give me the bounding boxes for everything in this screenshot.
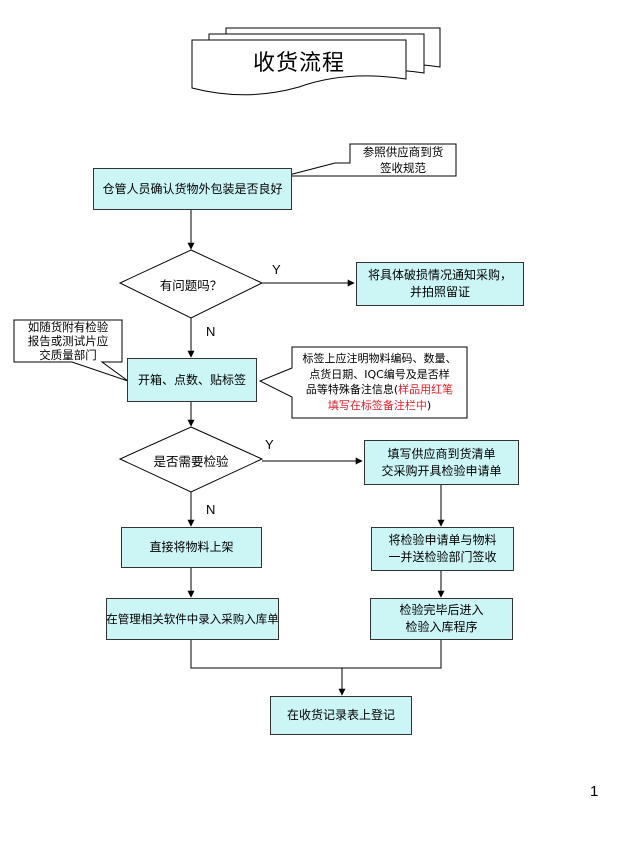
- no-label-1: N: [206, 324, 216, 339]
- inspect-done-box: 检验完毕后进入 检验入库程序: [370, 598, 513, 640]
- fill-list-box: 填写供应商到货清单 交采购开具检验申请单: [364, 440, 519, 485]
- label-line4-red: 填写在标签备注栏中: [327, 398, 427, 412]
- inspect-done-line2: 检验入库程序: [405, 620, 478, 634]
- report-note: 如随货附有检验 报告或测试片应 交质量部门: [14, 320, 122, 362]
- check-package-box: 仓管人员确认货物外包装是否良好: [93, 168, 292, 210]
- yes-label-1: Y: [272, 262, 281, 277]
- shelve-box: 直接将物料上架: [121, 527, 262, 568]
- label-line1: 标签上应注明物料编码、数量、: [302, 352, 457, 365]
- send-inspect-line2: 一并送检验部门签收: [388, 550, 497, 564]
- notify-purchase-line2: 并拍照留证: [409, 285, 470, 299]
- record-box: 在收货记录表上登记: [270, 696, 412, 735]
- inspect-done-line1: 检验完毕后进入: [399, 603, 484, 617]
- report-line3: 交质量部门: [39, 348, 97, 362]
- title-document-stack: [191, 27, 441, 96]
- notify-purchase-box: 将具体破损情况通知采购， 并拍照留证: [356, 262, 524, 306]
- unpack-text: 开箱、点数、贴标签: [137, 372, 246, 387]
- unpack-box: 开箱、点数、贴标签: [127, 358, 257, 402]
- connectors: [187, 210, 445, 696]
- label-note: 标签上应注明物料编码、数量、 点货日期、IQC编号及是否样 品等特殊备注信息(样…: [292, 351, 467, 413]
- report-line1: 如随货附有检验: [27, 320, 109, 334]
- enter-software-text: 在管理相关软件中录入采购入库单: [106, 611, 279, 626]
- label-callout: [258, 346, 468, 419]
- page-title: 收货流程: [252, 51, 345, 76]
- supplier-ref-line2: 签收规范: [380, 160, 426, 175]
- send-inspect-line1: 将检验申请单与物料: [388, 533, 497, 547]
- record-text: 在收货记录表上登记: [286, 708, 395, 722]
- enter-software-box: 在管理相关软件中录入采购入库单: [106, 598, 279, 640]
- yes-label-2: Y: [265, 437, 274, 452]
- label-line2: 点货日期、IQC编号及是否样: [309, 367, 450, 381]
- check-package-text: 仓管人员确认货物外包装是否良好: [102, 181, 283, 196]
- supplier-ref-callout: [284, 143, 457, 177]
- fill-list-line2: 交采购开具检验申请单: [381, 463, 502, 478]
- report-line2: 报告或测试片应: [27, 334, 109, 348]
- problem-decision-label: 有问题吗？: [159, 278, 223, 293]
- label-line3: 品等特殊备注信息(样品用红笔: [292, 382, 467, 398]
- label-line4-black: ): [426, 398, 432, 412]
- supplier-ref-line1: 参照供应商到货: [362, 145, 444, 159]
- label-line4: 填写在标签备注栏中): [292, 398, 467, 414]
- inspect-decision-label: 是否需要检验: [153, 454, 229, 469]
- send-inspect-box: 将检验申请单与物料 一并送检验部门签收: [371, 527, 514, 571]
- shelve-text: 直接将物料上架: [149, 540, 234, 554]
- page-number: 1: [590, 783, 599, 800]
- supplier-ref-note: 参照供应商到货 签收规范: [350, 145, 456, 176]
- fill-list-line1: 填写供应商到货清单: [387, 446, 496, 461]
- label-line3-red: 样品用红笔: [398, 383, 454, 396]
- label-line3-black: 品等特殊备注信息(: [305, 383, 399, 396]
- report-callout: [13, 319, 129, 382]
- notify-purchase-line1: 将具体破损情况通知采购，: [367, 268, 512, 282]
- no-label-2: N: [206, 502, 216, 517]
